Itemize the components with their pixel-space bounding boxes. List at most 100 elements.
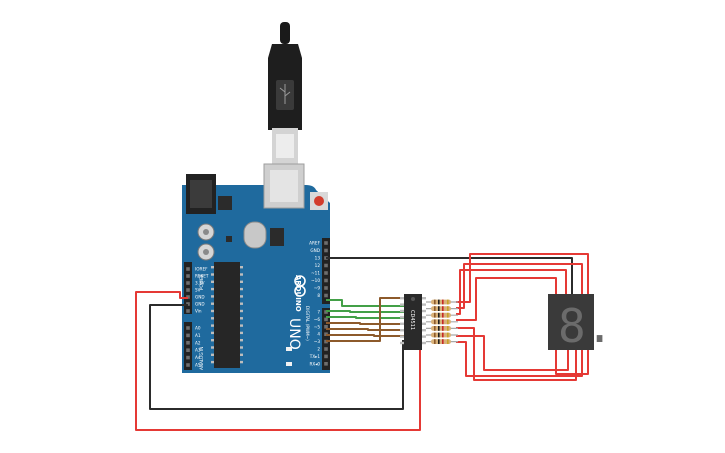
header-pin-hole[interactable] — [324, 354, 328, 359]
header-pin-hole[interactable] — [186, 341, 190, 345]
header-pin-hole[interactable] — [186, 267, 190, 271]
resistor-band — [447, 306, 449, 311]
header-pin-hole[interactable] — [186, 326, 190, 330]
pin-label: 12 — [315, 263, 321, 268]
header-pin-hole[interactable] — [324, 263, 328, 268]
wire-5v-red[interactable] — [135, 291, 421, 431]
resistor[interactable] — [431, 312, 451, 318]
header-pin-hole[interactable] — [186, 333, 190, 338]
pin-label: 8 — [317, 293, 320, 298]
chip-pin — [400, 341, 405, 345]
resistor[interactable] — [431, 319, 451, 325]
wire-d6-green[interactable] — [326, 316, 404, 319]
chip-pin — [421, 322, 426, 325]
header-pin-hole[interactable] — [186, 281, 190, 285]
pin-label: Vin — [195, 309, 202, 314]
seven-segment-display[interactable]: 8. — [548, 294, 613, 353]
chip-pin — [421, 335, 426, 338]
resistor-band — [438, 319, 440, 325]
wire-seg-g[interactable] — [456, 341, 583, 377]
header-pin-hole[interactable] — [186, 363, 190, 367]
wire-seg-e[interactable] — [456, 327, 577, 381]
header-pin-hole[interactable] — [324, 271, 328, 275]
pin-label: 4 — [317, 332, 320, 337]
wire-seg-a[interactable] — [456, 253, 589, 375]
wire-seg-c[interactable] — [456, 269, 567, 315]
chip-pin — [421, 309, 426, 313]
wire-d3-brown[interactable] — [326, 334, 404, 337]
header-pin-hole[interactable] — [324, 325, 328, 329]
resistor-body — [431, 332, 451, 338]
header-pin-hole[interactable] — [186, 274, 190, 278]
wire-seg-b[interactable] — [456, 263, 583, 309]
chip-pin — [400, 335, 405, 338]
pin-label: IOREF — [195, 267, 208, 272]
resistor-body — [431, 319, 451, 325]
resistor[interactable] — [431, 339, 451, 344]
mcu-pin — [211, 331, 214, 335]
resistor-band — [438, 339, 440, 344]
resistor-band — [447, 326, 449, 331]
resistor-band — [442, 312, 444, 318]
wire-d2-brown[interactable] — [326, 297, 404, 342]
capacitor-1-top — [203, 229, 209, 235]
wire-seg-d[interactable] — [456, 277, 557, 321]
resistor-band — [434, 319, 436, 325]
mcu-pin — [211, 287, 214, 291]
pin-label: ~6 — [314, 317, 321, 322]
reset-button[interactable] — [314, 196, 324, 206]
mcu-pin — [240, 309, 243, 313]
crystal-oscillator — [243, 221, 267, 249]
header-pin-hole[interactable] — [324, 362, 328, 366]
resistor-band — [434, 339, 436, 344]
usb-cable[interactable] — [268, 22, 302, 164]
usb-b-port-inner — [270, 170, 298, 202]
analog-header — [184, 322, 192, 370]
header-pin-hole[interactable] — [186, 309, 190, 313]
resistor[interactable] — [431, 306, 451, 311]
resistor-band — [442, 326, 444, 331]
resistor-body — [431, 306, 451, 311]
wire-d7-green[interactable] — [326, 310, 404, 313]
dc-power-jack-inner — [190, 180, 212, 208]
chip-pin — [400, 329, 405, 332]
header-pin-hole[interactable] — [186, 348, 190, 352]
header-pin-hole[interactable] — [186, 355, 190, 360]
header-pin-hole[interactable] — [324, 286, 328, 290]
chip-pin — [400, 303, 405, 306]
header-pin-hole[interactable] — [324, 347, 328, 351]
resistor[interactable] — [431, 326, 451, 331]
chip-pins — [400, 297, 426, 345]
resistor-band — [438, 299, 440, 305]
arduino-uno-board[interactable]: ARDUINO UNO POWER IOREFRESET3.3V5VGNDGND… — [182, 163, 330, 373]
pin-label: TX▸1 — [309, 354, 321, 359]
wire-d5-brown[interactable] — [326, 322, 404, 325]
pin-label: AREF — [309, 241, 320, 246]
header-pin-hole[interactable] — [324, 248, 328, 253]
mcu-pin — [211, 266, 214, 269]
resistor-band — [434, 299, 436, 305]
wire-d8-green[interactable] — [326, 299, 404, 307]
header-pin-hole[interactable] — [324, 241, 328, 245]
mcu-pin — [211, 353, 214, 356]
resistor-band — [434, 306, 436, 311]
cd4511-decoder-chip[interactable]: CD4511 — [400, 294, 426, 350]
wire-seg-f[interactable] — [456, 335, 569, 371]
header-pin-hole[interactable] — [324, 317, 328, 322]
header-pin-hole[interactable] — [324, 278, 328, 283]
wire-gnd-display[interactable] — [326, 257, 573, 298]
display-digit: 8. — [558, 299, 613, 353]
mcu-pin — [240, 287, 243, 291]
header-pin-hole[interactable] — [324, 293, 328, 298]
wire-d4-brown[interactable] — [326, 328, 404, 331]
usb-logo-icon — [279, 84, 291, 104]
resistor[interactable] — [431, 299, 451, 305]
resistor[interactable] — [431, 332, 451, 338]
wire-gnd-black[interactable] — [149, 304, 404, 410]
resistor-band — [434, 326, 436, 331]
mcu-pin — [240, 331, 243, 335]
pin-label: 5V — [195, 288, 201, 293]
resistor-band — [434, 312, 436, 318]
header-pin-hole[interactable] — [186, 288, 190, 292]
pin-label: A1 — [195, 333, 201, 338]
